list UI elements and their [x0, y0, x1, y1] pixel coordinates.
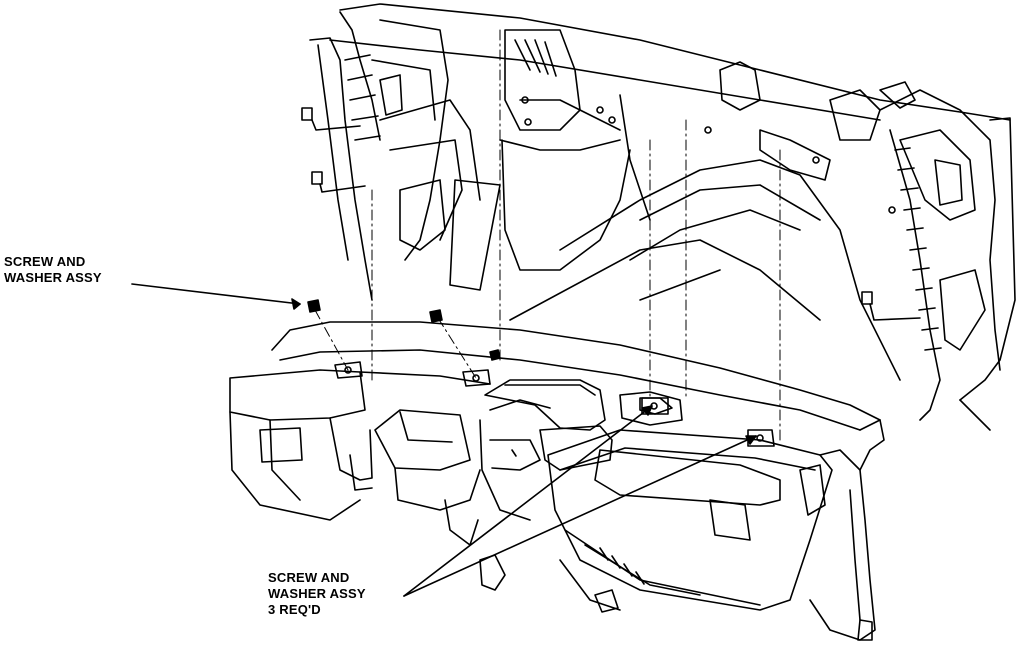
callout-bottom-line-1: SCREW AND — [268, 570, 350, 585]
cowl-firewall-structure — [301, 3, 1016, 431]
callout-leader-lines — [131, 283, 757, 597]
loose-screws — [307, 299, 501, 361]
instrument-panel-assembly — [229, 321, 885, 641]
alignment-leader-lines — [314, 29, 781, 441]
callout-bottom-line-3: 3 REQ'D — [268, 602, 321, 617]
callout-screw-washer-top: SCREW AND WASHER ASSY — [4, 254, 102, 286]
callout-screw-washer-bottom: SCREW AND WASHER ASSY 3 REQ'D — [268, 570, 366, 618]
callout-top-line-1: SCREW AND — [4, 254, 86, 269]
callout-top-line-2: WASHER ASSY — [4, 270, 102, 285]
callout-bottom-line-2: WASHER ASSY — [268, 586, 366, 601]
